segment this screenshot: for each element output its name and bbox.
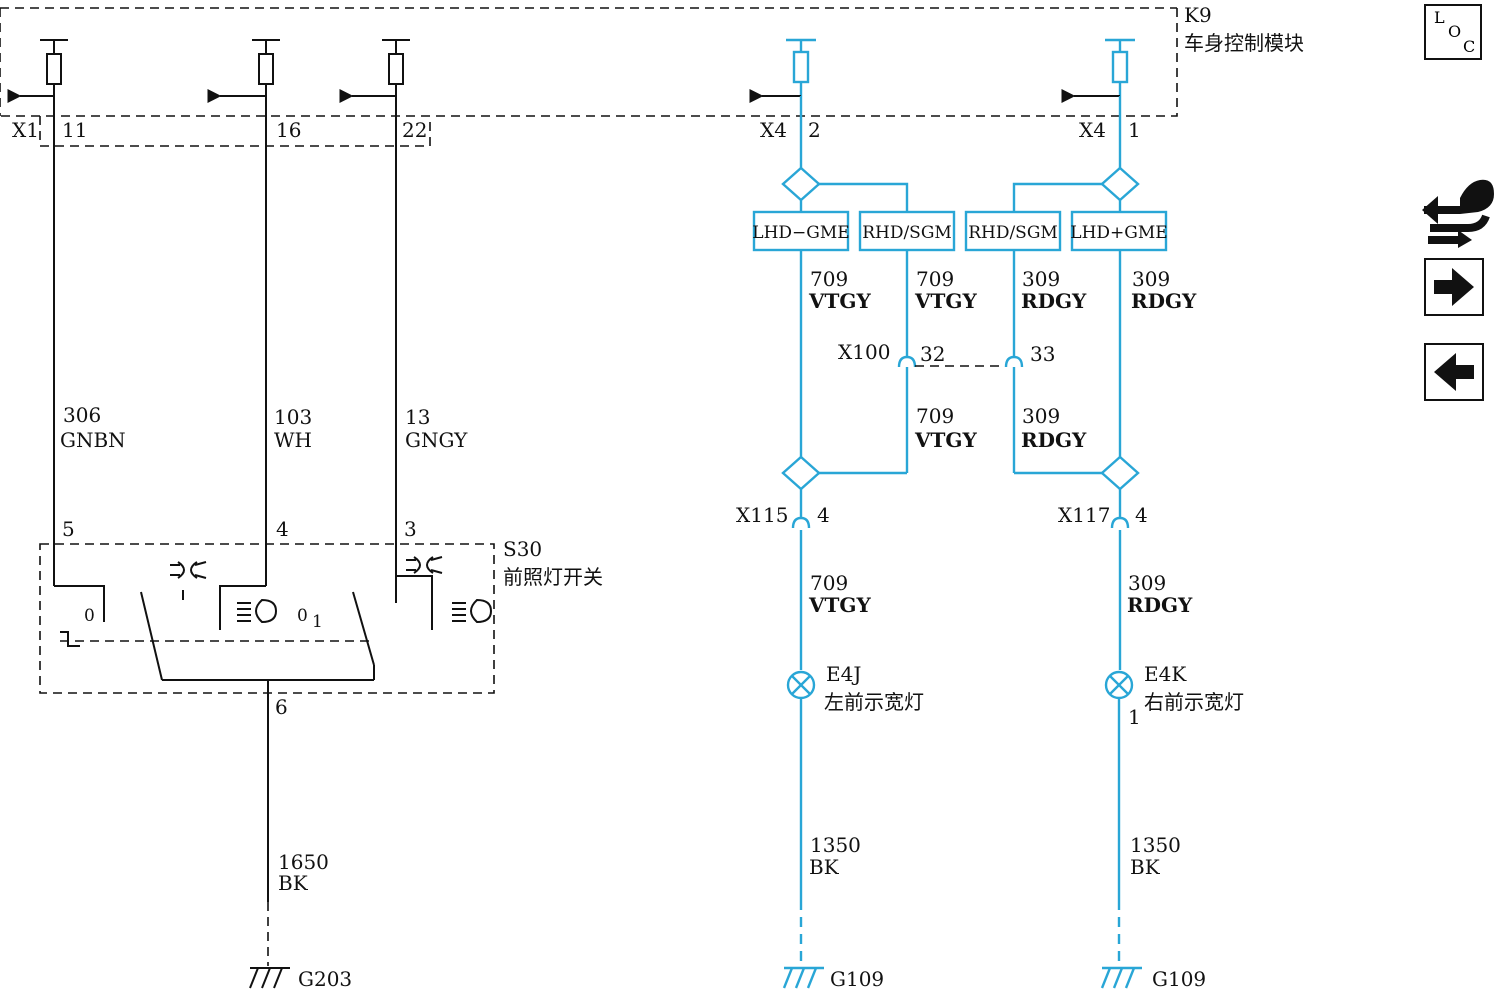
s30-name-label: 前照灯开关 <box>503 565 603 589</box>
lamp-e4j-name: 左前示宽灯 <box>824 690 924 714</box>
ground-g109-left-symbol <box>782 966 824 989</box>
connector-switch-icon[interactable] <box>1420 172 1495 248</box>
k9-module: K9 车身控制模块 <box>0 3 1304 117</box>
pin-x1-22: 22 <box>402 118 427 142</box>
x115-label: X115 <box>736 503 788 527</box>
lamp-e4j-symbol <box>786 670 816 700</box>
x117-label: X117 <box>1058 503 1110 527</box>
headlamp-icon <box>237 598 278 624</box>
wire-13-color: GNGY <box>405 428 468 452</box>
wire-309-c-num: 309 <box>1022 404 1060 428</box>
arrow-right-icon <box>1434 268 1474 306</box>
loc-button[interactable]: L O C <box>1424 4 1482 60</box>
wire-306-num: 306 <box>63 403 101 427</box>
variant-box-lhd-minus-gme: LHD−GME <box>752 223 849 243</box>
k9-driver-11 <box>7 39 68 103</box>
ground-g203-label: G203 <box>298 967 352 990</box>
x1-label: X1 <box>12 118 39 142</box>
wire-709-a-color: VTGY <box>808 289 871 313</box>
wire-309-c-color: RDGY <box>1021 428 1087 452</box>
wire-309-a-color: RDGY <box>1021 289 1087 313</box>
wire-1350-right-color: BK <box>1130 855 1161 879</box>
wire-709-b-color: VTGY <box>914 289 977 313</box>
pin-x4-1: 1 <box>1128 118 1141 142</box>
x4-left-label: X4 <box>760 118 787 142</box>
wire-309-b-color: RDGY <box>1131 289 1197 313</box>
lamp-e4k-symbol <box>1104 670 1134 700</box>
pin-s30-6: 6 <box>275 695 288 719</box>
pin-x100-33: 33 <box>1030 342 1055 366</box>
wire-309-d-num: 309 <box>1128 571 1166 595</box>
wire-1350-left-num: 1350 <box>810 833 861 857</box>
wire-1350-left-color: BK <box>809 855 840 879</box>
k9-driver-x4-1 <box>1061 38 1135 103</box>
k9-id-label: K9 <box>1184 3 1212 27</box>
wire-1350-right-num: 1350 <box>1130 833 1181 857</box>
wire-103-num: 103 <box>274 405 312 429</box>
pin-s30-3: 3 <box>404 517 417 541</box>
wire-1650-num: 1650 <box>278 850 329 874</box>
splice-bottom-left <box>781 455 821 491</box>
loc-letter-o: O <box>1448 22 1462 41</box>
parking-lamp-icon <box>170 561 207 579</box>
pin-x1-11: 11 <box>62 118 87 142</box>
pin-x100-32: 32 <box>920 342 945 366</box>
wire-709-c-num: 709 <box>916 404 954 428</box>
ground-g109-left-label: G109 <box>830 967 884 990</box>
variant-box-lhd-plus-gme: LHD+GME <box>1070 223 1167 243</box>
x1-connector-outline <box>39 116 431 147</box>
pin-x117-4: 4 <box>1135 503 1148 527</box>
parking-lamp-icon <box>406 556 443 574</box>
variant-box-rhd-sgm-right: RHD/SGM <box>968 223 1058 243</box>
ground-g109-right-symbol <box>1100 966 1142 989</box>
x4-right-label: X4 <box>1079 118 1106 142</box>
pin-x4-2: 2 <box>808 118 821 142</box>
arrow-left-button[interactable] <box>1424 343 1484 401</box>
wire-709-d-num: 709 <box>810 571 848 595</box>
arrow-right-button[interactable] <box>1424 258 1484 316</box>
switch-pos-0-mid: 0 <box>297 606 308 626</box>
pin-x115-4: 4 <box>817 503 830 527</box>
k9-name-label: 车身控制模块 <box>1184 31 1304 55</box>
headlamp-icon <box>452 598 493 624</box>
s30-id-label: S30 <box>503 537 542 561</box>
pin-e4k-1: 1 <box>1128 705 1141 729</box>
arrow-left-icon <box>1434 353 1474 391</box>
k9-driver-16 <box>207 39 280 103</box>
wire-13-num: 13 <box>405 405 430 429</box>
splice-top-left <box>781 166 821 202</box>
wire-309-d-color: RDGY <box>1127 593 1193 617</box>
pin-s30-4: 4 <box>276 517 289 541</box>
wire-103-color: WH <box>274 428 312 452</box>
s30-switch: 5 4 3 S30 前照灯开关 0 0 1 <box>39 517 603 719</box>
k9-driver-22 <box>339 39 410 103</box>
wire-309-b-num: 309 <box>1132 267 1170 291</box>
lamp-e4k-name: 右前示宽灯 <box>1144 690 1244 714</box>
lamp-e4k-id: E4K <box>1144 662 1187 686</box>
x100-label: X100 <box>838 340 890 364</box>
pin-x1-16: 16 <box>276 118 301 142</box>
wire-309-a-num: 309 <box>1022 267 1060 291</box>
wire-709-a-num: 709 <box>810 267 848 291</box>
splice-bottom-right <box>1100 455 1140 491</box>
wire-709-b-num: 709 <box>916 267 954 291</box>
wire-1650-color: BK <box>278 871 309 895</box>
loc-letter-c: C <box>1463 37 1476 56</box>
ground-g203-symbol <box>249 967 290 989</box>
wire-306-color: GNBN <box>60 428 126 452</box>
ground-g109-right-label: G109 <box>1152 967 1206 990</box>
switch-pos-0-left: 0 <box>84 606 95 626</box>
switch-pos-1: 1 <box>312 612 323 632</box>
loc-letter-l: L <box>1434 8 1445 27</box>
k9-driver-x4-2 <box>749 38 816 103</box>
lamp-e4j-id: E4J <box>826 662 861 686</box>
splice-top-right <box>1100 166 1140 202</box>
variant-box-rhd-sgm-left: RHD/SGM <box>862 223 952 243</box>
pin-s30-5: 5 <box>62 517 75 541</box>
wire-709-d-color: VTGY <box>808 593 871 617</box>
wire-709-c-color: VTGY <box>914 428 977 452</box>
